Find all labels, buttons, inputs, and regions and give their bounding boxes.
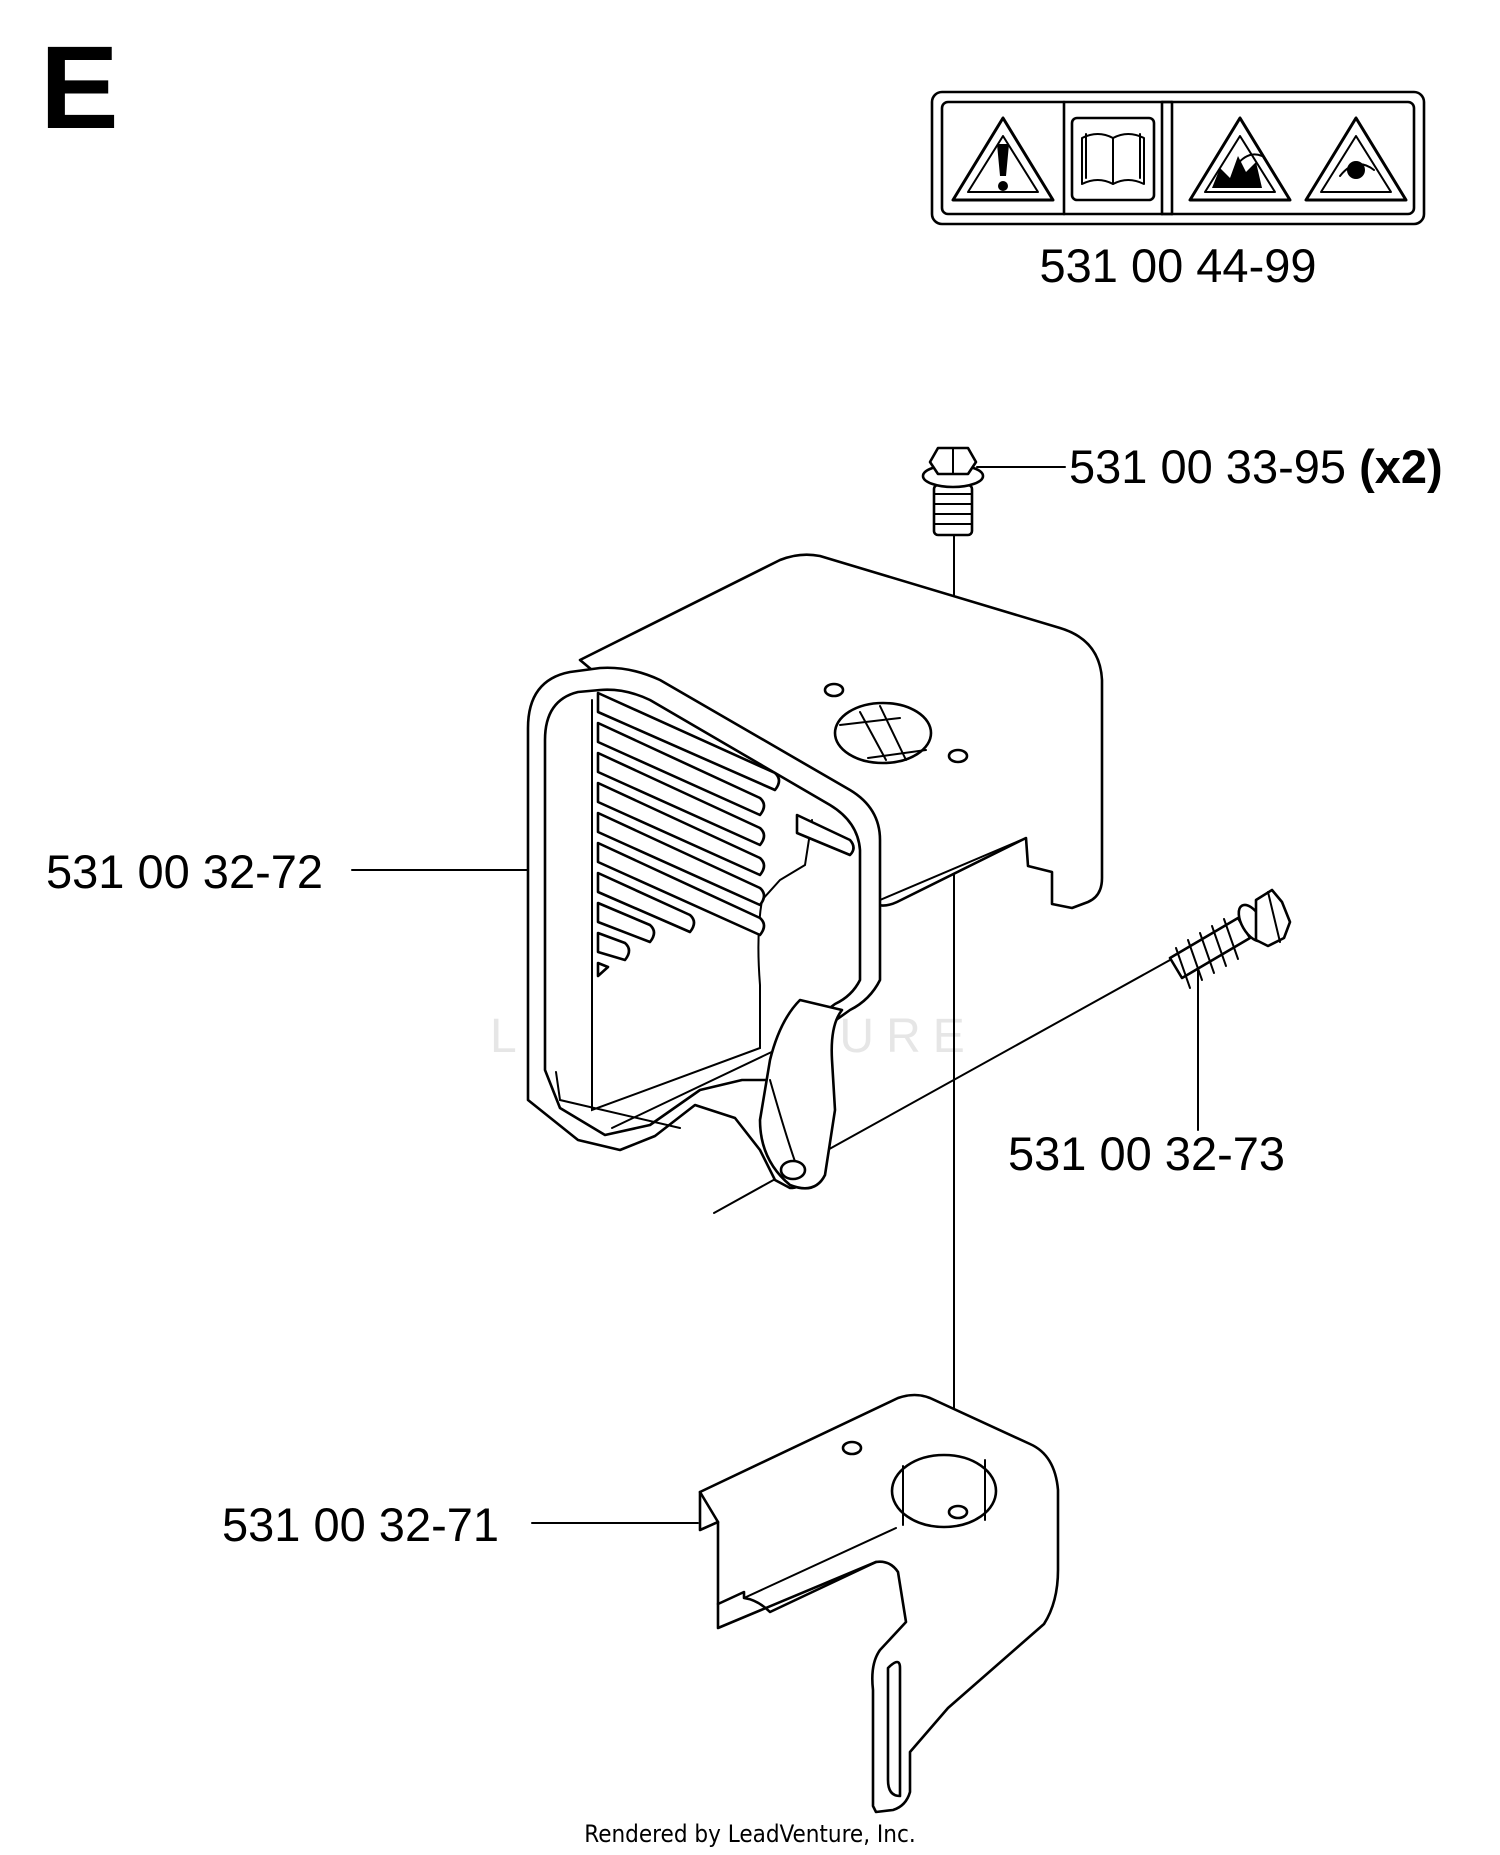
- cover-screw-hole-a: [823, 682, 845, 698]
- footer-credit: Rendered by LeadVenture, Inc.: [584, 1820, 915, 1848]
- fire-hazard-icon: [1188, 116, 1292, 202]
- bracket-exhaust-hole: [890, 1453, 998, 1529]
- bracket-screw-hole-b: [947, 1504, 969, 1520]
- svg-text:531 00 33-95 (x2): 531 00 33-95 (x2): [1069, 440, 1443, 493]
- decal-part-number: 531 00 44-99: [1039, 239, 1316, 292]
- callout-screw: 531 00 33-95 (x2): [1069, 440, 1443, 493]
- cover-screw-hole-b: [947, 748, 969, 764]
- cover-part-number: 531 00 32-72: [46, 845, 323, 898]
- bracket-screw-hole-a: [841, 1440, 863, 1456]
- manual-book-icon: [1070, 116, 1156, 202]
- screw-part: [921, 446, 985, 537]
- bracket-part: [698, 1393, 1060, 1814]
- section-letter: E: [40, 22, 119, 154]
- bolt-part-number: 531 00 32-73: [1008, 1127, 1285, 1180]
- decal-inner-border: [940, 100, 1416, 216]
- warning-decal: 531 00 44-99: [930, 90, 1426, 292]
- screw-quantity: (x2): [1359, 440, 1443, 493]
- cover-vent-slots: [596, 691, 855, 978]
- cover-mounting-tab: [758, 998, 844, 1190]
- warning-triangle-icon: [951, 116, 1055, 202]
- hot-surface-icon: [1304, 116, 1408, 202]
- bracket-slot: [886, 1660, 902, 1798]
- bracket-body: [698, 1393, 1060, 1814]
- bolt-part: [1168, 888, 1292, 989]
- muffler-cover-part: [526, 553, 1104, 1190]
- bracket-part-number: 531 00 32-71: [222, 1498, 499, 1551]
- cover-exhaust-hole: [833, 701, 933, 765]
- decal-outer-border: [930, 90, 1426, 226]
- screw-part-number: 531 00 33-95: [1069, 440, 1346, 493]
